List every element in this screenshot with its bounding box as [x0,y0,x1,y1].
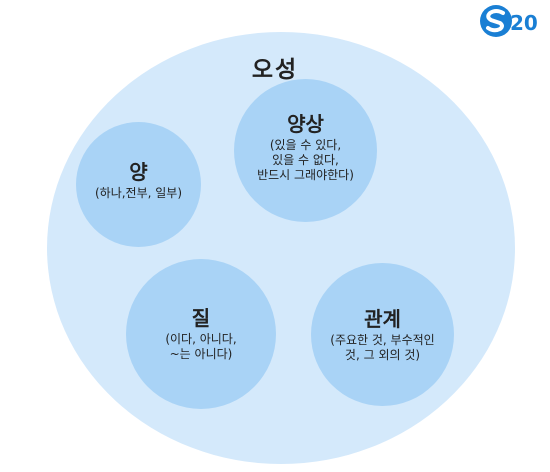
desc-line: (주요한 것, 부수적인 [330,332,435,347]
circle-desc: (이다, 아니다, ~는 아니다) [165,332,236,362]
desc-line: 것, 그 외의 것) [344,347,421,362]
circle-desc: (하나,전부, 일부) [95,186,182,201]
circle-name: 관계 [364,306,401,331]
svg-text:20: 20 [510,11,538,35]
desc-line: 반드시 그래야한다) [257,168,354,182]
desc-line: 있을 수 없다, [272,153,339,167]
circle-gwangye: 관계 (주요한 것, 부수적인 것, 그 외의 것) [311,263,454,406]
desc-line: ~는 아니다) [169,347,233,361]
desc-line: (있을 수 있다, [269,138,342,152]
circle-yangsang: 양상 (있을 수 있다, 있을 수 없다, 반드시 그래야한다) [234,79,377,222]
desc-line: (이다, 아니다, [165,332,237,346]
circle-name: 양상 [287,112,324,136]
circle-jil: 질 (이다, 아니다, ~는 아니다) [126,259,276,409]
s20-logo: 20 [479,4,547,38]
circle-desc: (있을 수 있다, 있을 수 없다, 반드시 그래야한다) [257,138,354,183]
circle-name: 질 [191,306,211,330]
circle-yang: 양 (하나,전부, 일부) [76,122,201,247]
circle-name: 양 [129,160,148,184]
desc-line: (하나,전부, 일부) [94,186,183,200]
circle-desc: (주요한 것, 부수적인 것, 그 외의 것) [330,333,434,363]
diagram-title: 오성 [251,57,299,83]
